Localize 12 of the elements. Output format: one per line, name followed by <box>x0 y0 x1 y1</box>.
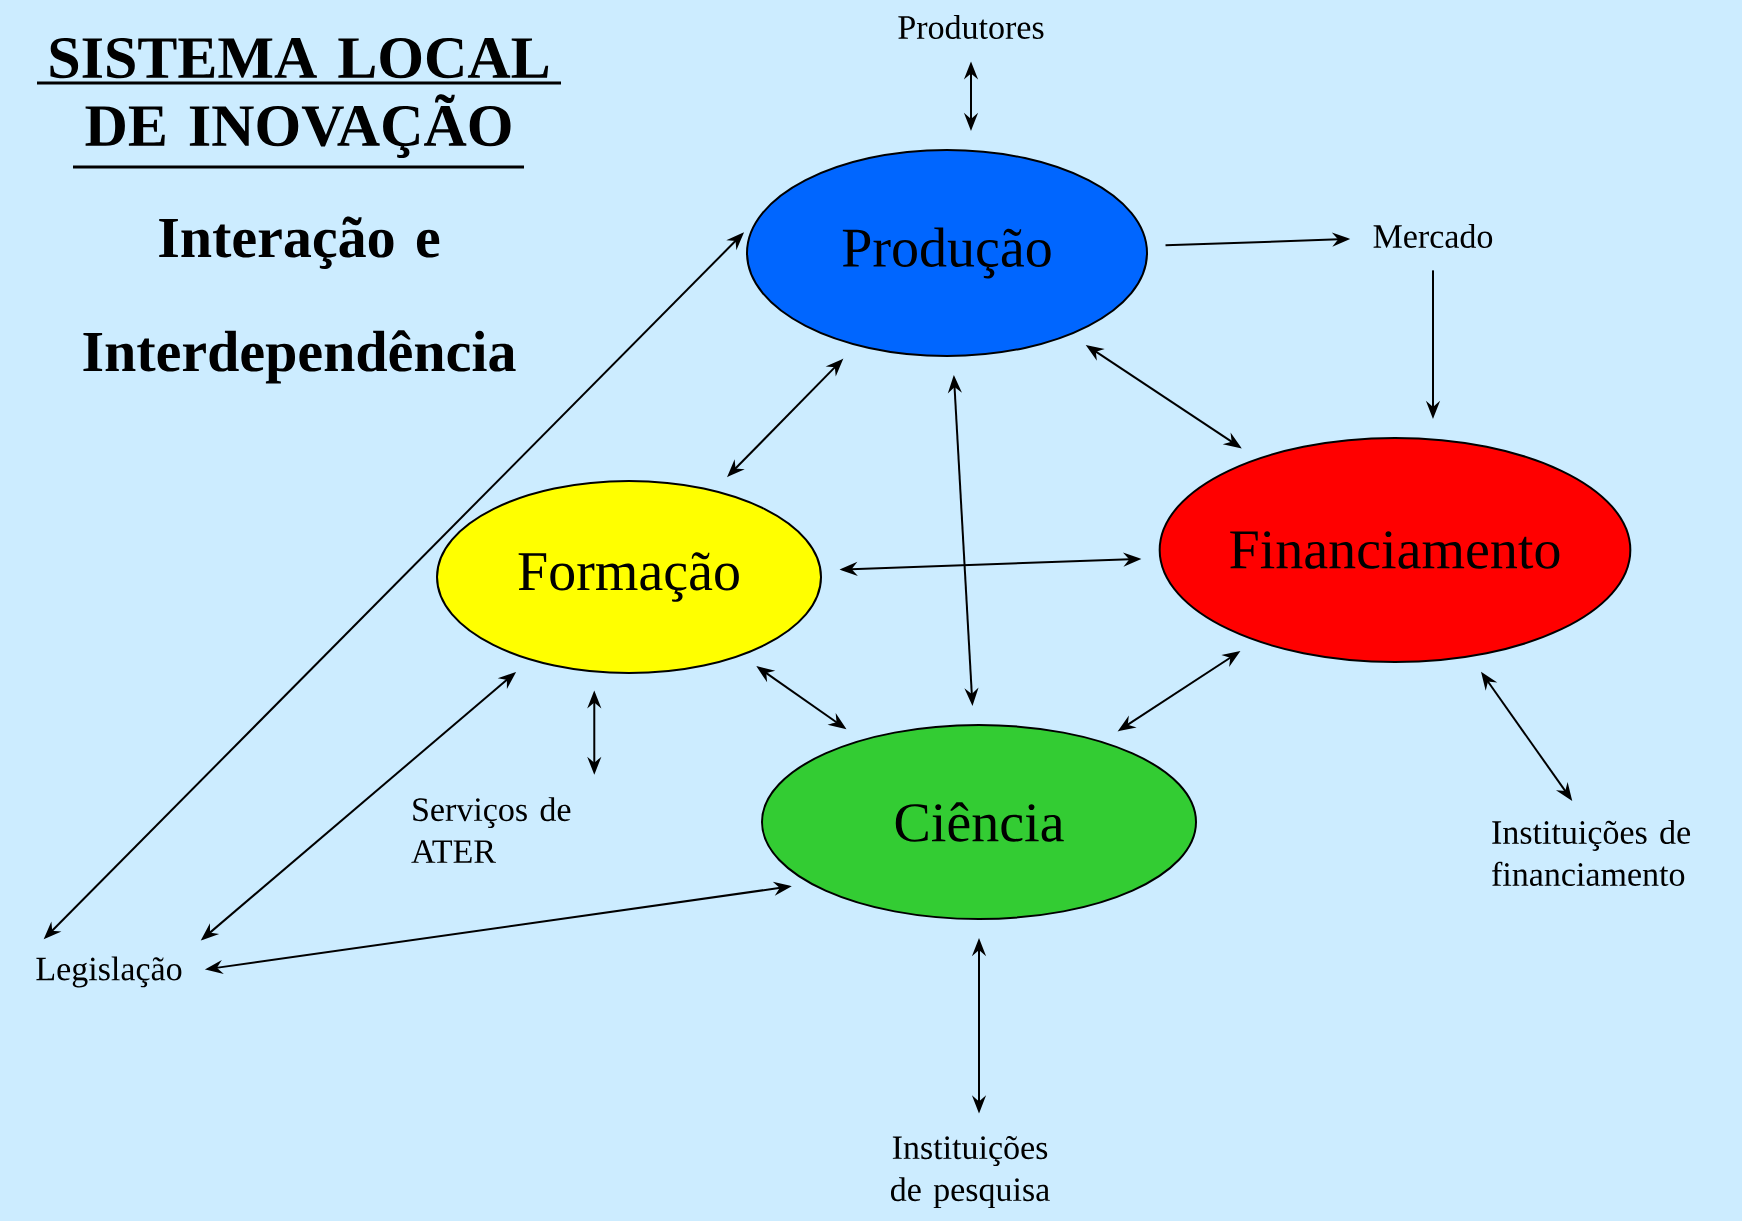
node-label: Produtores <box>898 15 1044 39</box>
node-label: Instituições de pesquisa <box>890 1135 1050 1209</box>
ellipse-node: Ciência <box>761 724 1197 920</box>
ellipse-node: Financiamento <box>1158 437 1632 663</box>
node-label: Instituições de financiamento <box>1492 820 1691 886</box>
node-label: Serviços de ATER <box>411 797 571 863</box>
subtitle: Interação e Interdependência <box>83 216 516 384</box>
node-label: Mercado <box>1373 224 1493 248</box>
title: SISTEMA LOCAL DE INOVAÇÃO <box>37 37 561 169</box>
ellipse-node: Produção <box>746 149 1148 357</box>
node-label: Legislação <box>36 956 182 988</box>
ellipse-node: Formação <box>436 480 822 674</box>
